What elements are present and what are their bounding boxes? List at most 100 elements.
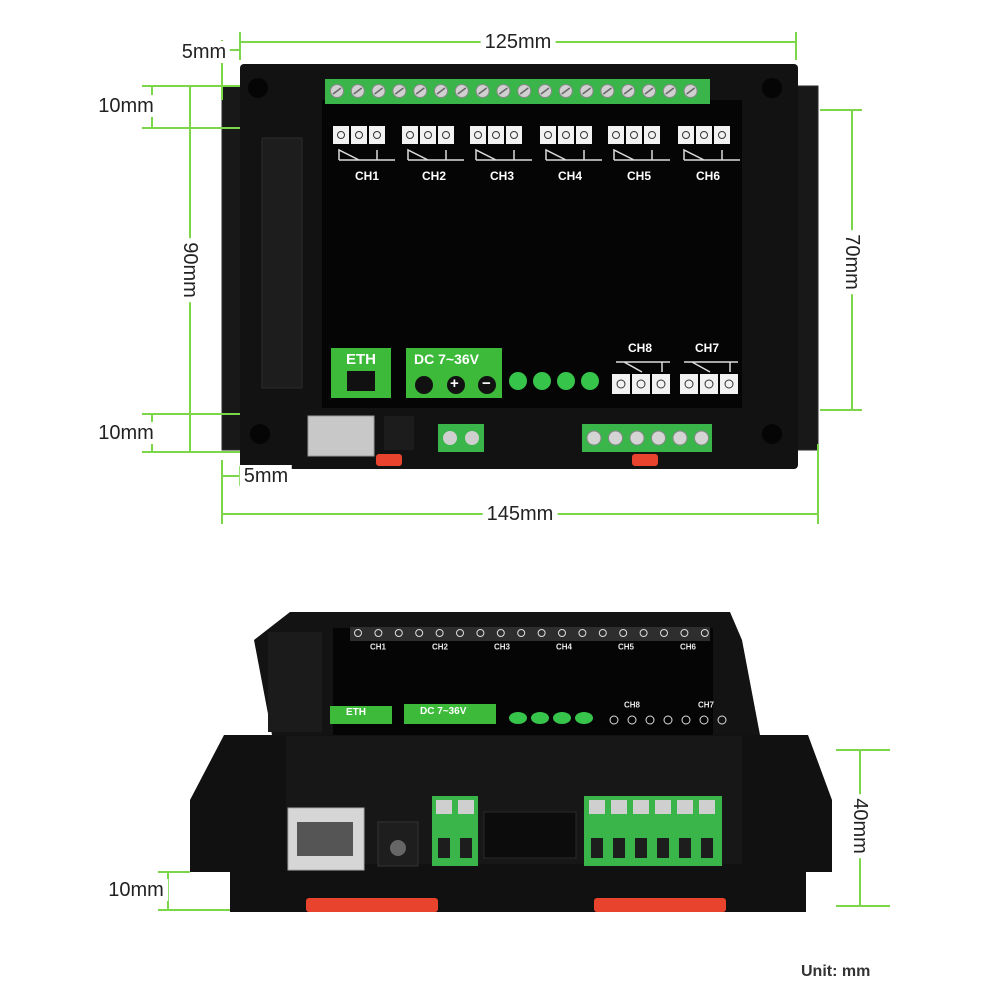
relay-contact	[630, 131, 638, 139]
relay-contact-box	[720, 374, 738, 394]
side-rail	[268, 632, 322, 732]
relay-contact-box	[351, 126, 367, 144]
terminal-screw-slot	[540, 87, 550, 95]
bottom-rj45-port	[307, 415, 375, 457]
dim-125-label: 125mm	[480, 31, 556, 53]
relay-contact	[474, 131, 482, 139]
terminal-screw-slot	[519, 87, 529, 95]
relay-contact	[424, 131, 432, 139]
terminal-screw-slot	[582, 87, 592, 95]
terminal-screw-slot	[665, 87, 675, 95]
relay-symbols-bottom	[612, 361, 738, 394]
power-minus: −	[482, 375, 491, 392]
side-screw-head	[699, 800, 715, 814]
status-led	[509, 372, 527, 390]
channel-label-ch7: CH7	[694, 341, 720, 355]
top-left-rail	[261, 137, 303, 389]
side-channel-label-ch1: CH1	[369, 642, 387, 652]
side-relay-contact	[558, 629, 566, 637]
relay-symbol	[470, 126, 532, 161]
side-relay-contact	[700, 629, 709, 637]
relay-contact	[337, 131, 345, 139]
channel-label-ch4: CH4	[557, 169, 583, 183]
side-relay-contact	[699, 715, 709, 725]
side-power-box	[404, 704, 496, 724]
channel-label-ch1: CH1	[354, 169, 380, 183]
relay-contact-box	[680, 374, 698, 394]
terminal-screw-slot	[686, 87, 696, 95]
side-wire-slot	[635, 838, 647, 858]
side-channel-label-ch5: CH5	[617, 642, 635, 652]
terminal-screw-slot	[415, 87, 425, 95]
terminal-screw	[672, 430, 688, 446]
side-rj45-socket	[297, 822, 353, 856]
side-wire-slot	[701, 838, 713, 858]
relay-contact	[616, 379, 626, 389]
relay-wire	[683, 148, 740, 161]
relay-contact-box	[402, 126, 418, 144]
dim-90-label: 90mm	[179, 238, 201, 302]
relay-contact	[373, 131, 381, 139]
side-relay-contact	[627, 715, 637, 725]
side-wire-slot	[591, 838, 603, 858]
mount-hole-br	[762, 424, 782, 444]
relay-contact	[442, 131, 450, 139]
side-relay-contact	[717, 715, 727, 725]
side-terminal-strip	[350, 627, 710, 641]
side-relay-contact	[415, 629, 424, 637]
side-status-led	[531, 712, 549, 724]
relay-contact-box	[644, 126, 660, 144]
terminal-screw	[629, 430, 645, 446]
side-screw-head	[458, 800, 474, 814]
side-wire-slot	[679, 838, 691, 858]
relay-contact	[492, 131, 500, 139]
din-clip-top-right	[632, 454, 658, 466]
relay-contact-box	[438, 126, 454, 144]
relay-symbol	[333, 126, 395, 161]
side-relay-contact	[435, 629, 444, 637]
relay-contact-box	[558, 126, 574, 144]
terminal-screw-slot	[498, 87, 508, 95]
side-status-led	[509, 712, 527, 724]
status-leds	[509, 372, 599, 390]
side-relay-contact	[354, 629, 362, 637]
relay-contact	[656, 379, 666, 389]
power-terminal-screw-2	[465, 431, 479, 445]
side-wire-slot	[438, 838, 450, 858]
terminal-screw	[586, 430, 602, 446]
channel-label-ch8: CH8	[627, 341, 653, 355]
terminal-screw-slot	[436, 87, 446, 95]
power-terminal-screw-1	[443, 431, 457, 445]
relay-contact-box	[576, 126, 592, 144]
rs485-terminal-screws	[586, 430, 709, 446]
relay-contact	[648, 131, 656, 139]
relay-contact-box	[626, 126, 642, 144]
relay-symbol	[540, 126, 602, 161]
side-bottom-relay-symbols	[609, 715, 727, 725]
side-screw-head	[655, 800, 671, 814]
eth-port-icon	[347, 371, 375, 391]
relay-contact-box	[608, 126, 624, 144]
dim-40-label: 40mm	[849, 794, 871, 858]
power-plus-circle	[447, 376, 465, 394]
relay-wire	[684, 361, 738, 373]
relay-symbols-top	[333, 126, 740, 161]
dim-side-10-label: 10mm	[104, 879, 168, 901]
terminal-screw	[651, 430, 666, 446]
relay-contact	[682, 131, 690, 139]
terminal-screw-slot	[644, 87, 654, 95]
dim-10-bottom-label: 10mm	[94, 422, 158, 444]
bottom-power-jack	[384, 416, 414, 450]
top-view	[221, 64, 819, 469]
side-relay-symbols	[354, 629, 709, 637]
channel-label-ch3: CH3	[489, 169, 515, 183]
side-power-label: DC 7~36V	[420, 706, 467, 717]
side-eth-box	[330, 706, 392, 724]
side-screw-head	[677, 800, 693, 814]
power-gnd-circle	[415, 376, 433, 394]
side-relay-contact	[496, 629, 505, 637]
dim-10-top-label: 10mm	[94, 95, 158, 117]
power-plus: +	[450, 375, 459, 392]
relay-contact-box	[612, 374, 630, 394]
side-status-led	[553, 712, 571, 724]
